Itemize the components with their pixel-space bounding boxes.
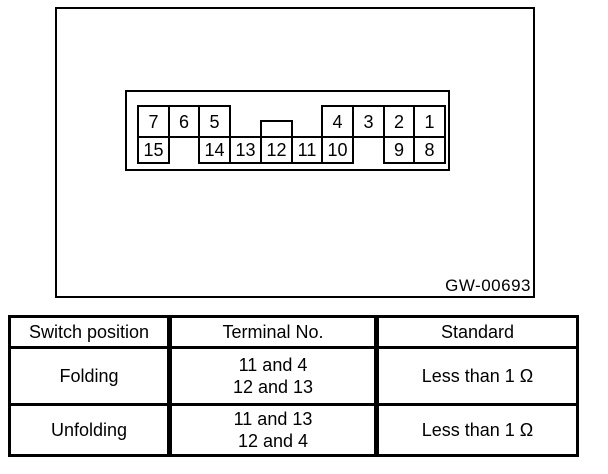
pin-cell-12: 12 (260, 136, 293, 164)
pin-cell-6: 6 (168, 105, 200, 138)
pin-cell-11: 11 (291, 136, 323, 164)
pin-cell-15: 15 (137, 136, 170, 164)
pin-cell-1: 1 (413, 105, 446, 138)
table-header-row: Switch position Terminal No. Standard (8, 315, 579, 349)
terminal-pair: 12 and 13 (232, 377, 314, 397)
connector-notch (260, 120, 293, 138)
pin-cell-9: 9 (383, 136, 415, 164)
terminal-pair: 11 and 13 (233, 409, 313, 429)
pin-cell-14: 14 (198, 136, 231, 164)
pin-cell-4: 4 (321, 105, 354, 138)
terminal-pair: 11 and 4 (238, 355, 308, 375)
terminal-no-cell: 11 and 13 12 and 4 (167, 403, 378, 457)
standard-cell: Less than 1 Ω (374, 403, 579, 457)
pin-cell-3: 3 (352, 105, 385, 138)
terminal-pair: 12 and 4 (237, 431, 309, 451)
figure-code-label: GW-00693 (445, 276, 531, 295)
terminal-no-cell: 11 and 4 12 and 13 (167, 346, 378, 406)
pin-cell-8: 8 (413, 136, 446, 164)
pin-cell-5: 5 (198, 105, 231, 138)
standard-cell: Less than 1 Ω (374, 346, 579, 406)
col-header-standard: Standard (374, 315, 579, 349)
col-header-terminal-no: Terminal No. (167, 315, 378, 349)
pin-cell-2: 2 (383, 105, 415, 138)
col-header-switch-position: Switch position (8, 315, 171, 349)
pin-cell-10: 10 (321, 136, 354, 164)
switch-position-cell: Unfolding (8, 403, 171, 457)
table-row-folding: Folding 11 and 4 12 and 13 Less than 1 Ω (8, 346, 579, 406)
switch-spec-table: Switch position Terminal No. Standard Fo… (8, 315, 579, 457)
pin-cell-13: 13 (229, 136, 262, 164)
pin-cell-7: 7 (137, 105, 170, 138)
table-row-unfolding: Unfolding 11 and 13 12 and 4 Less than 1… (8, 403, 579, 457)
switch-position-cell: Folding (8, 346, 171, 406)
